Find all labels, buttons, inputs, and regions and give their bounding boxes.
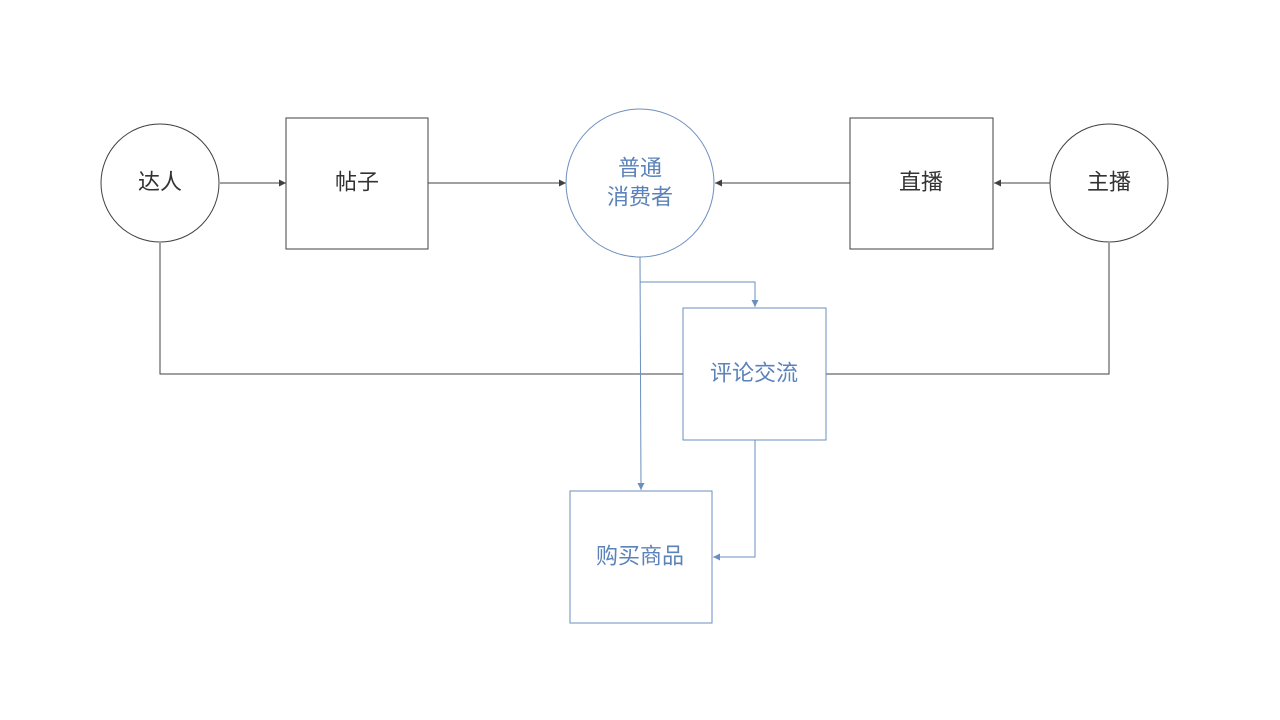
tiezi-box: [285, 117, 429, 250]
node-zhubo: 主播: [1049, 123, 1169, 243]
daren-circle: [100, 123, 220, 243]
arrow-consumer-to-comment: [640, 281, 759, 307]
zhubo-label: 主播: [1087, 171, 1131, 196]
consumer-label-line1: 普通: [618, 157, 662, 182]
line-zhubo-to-comment: [826, 243, 1110, 375]
comment-box: [682, 307, 827, 441]
tiezi-label: 帖子: [335, 171, 379, 196]
node-comment: 评论交流: [682, 307, 827, 441]
consumer-circle: [565, 108, 715, 258]
zhibo-label: 直播: [899, 171, 943, 196]
arrow-consumer-to-purchase: [637, 256, 645, 491]
purchase-box: [569, 490, 713, 624]
node-purchase: 购买商品: [569, 490, 713, 624]
comment-label: 评论交流: [710, 362, 798, 387]
zhibo-box: [849, 117, 994, 250]
node-consumer: 普通 消费者: [565, 108, 715, 258]
node-daren: 达人: [100, 123, 220, 243]
zhubo-circle: [1049, 123, 1169, 243]
arrow-comment-to-purchase: [713, 440, 756, 561]
daren-label: 达人: [138, 171, 182, 196]
blue-connectors: [637, 256, 759, 561]
dark-connectors: [159, 179, 1110, 375]
purchase-label: 购买商品: [596, 545, 684, 570]
node-zhibo: 直播: [849, 117, 994, 250]
line-daren-to-comment: [159, 243, 683, 375]
node-tiezi: 帖子: [285, 117, 429, 250]
consumer-label-line2: 消费者: [607, 186, 673, 211]
